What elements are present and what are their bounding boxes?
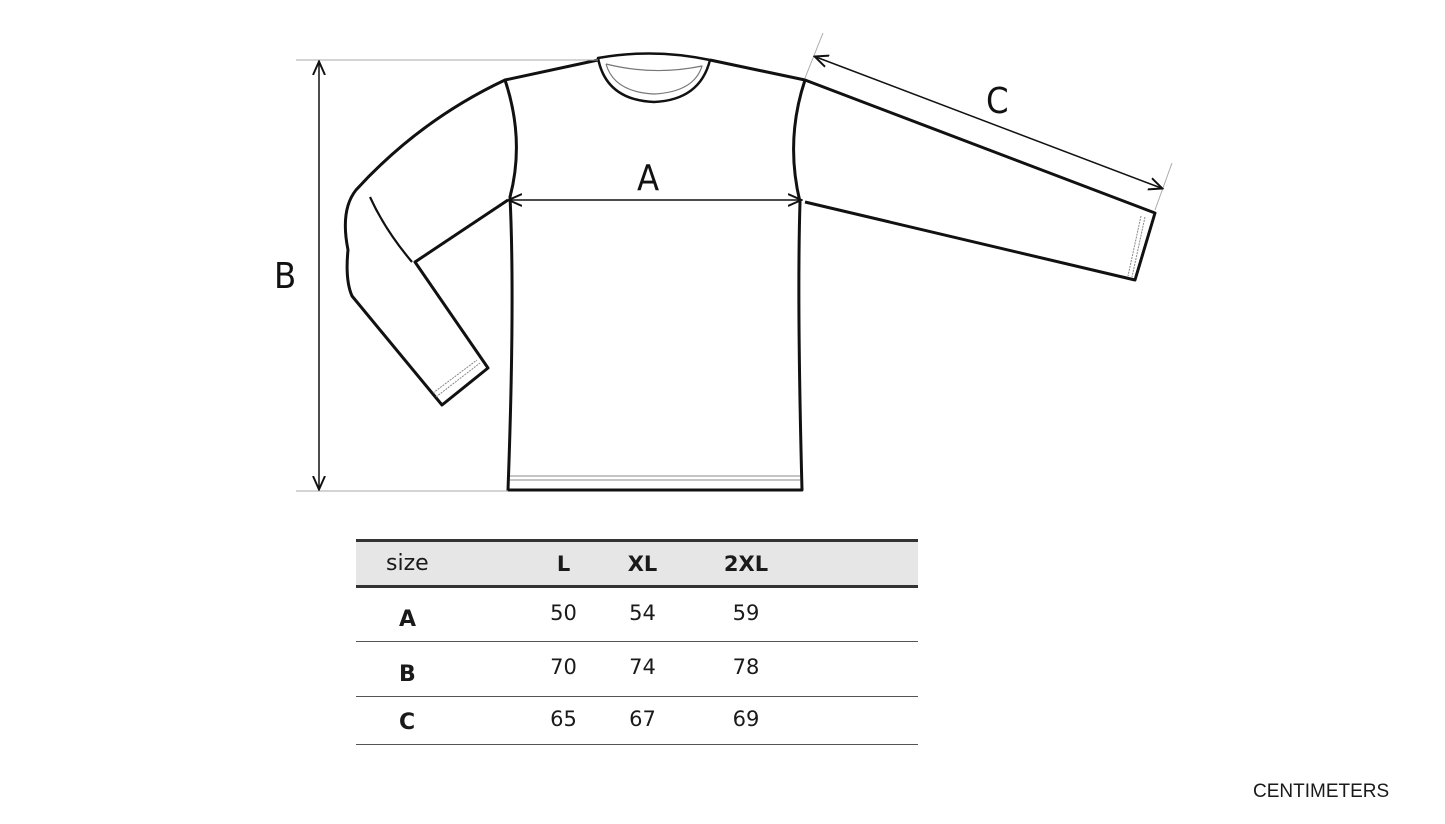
table-row: B 70 74 78 <box>356 642 918 697</box>
right-sleeve <box>804 78 1157 282</box>
table-row: A 50 54 59 <box>356 587 918 642</box>
right-cuff-stitching <box>1127 215 1146 278</box>
dimension-b-label: B <box>274 256 297 297</box>
cell: 69 <box>732 706 760 731</box>
collar <box>596 52 712 104</box>
dimension-c-line <box>816 57 1161 188</box>
unit-label: CENTIMETERS <box>1253 781 1390 802</box>
left-sleeve <box>343 78 509 407</box>
collar-stitching <box>605 63 703 95</box>
size-table: size L XL 2XL A 50 54 59 B 70 74 78 C 65… <box>356 539 918 745</box>
row-label: A <box>399 607 417 632</box>
table-header: size L XL 2XL <box>356 540 918 587</box>
cell: 74 <box>629 655 656 679</box>
row-label: C <box>399 710 416 735</box>
column-header-l: L <box>556 551 571 576</box>
spacer-cell <box>808 587 918 642</box>
cell: 70 <box>550 655 577 679</box>
size-header: size <box>386 551 429 576</box>
spacer-cell <box>808 697 918 745</box>
guide-line-shoulder <box>804 32 824 79</box>
cell: 59 <box>732 600 760 625</box>
dimension-c-label: C <box>986 81 1009 122</box>
cell: 78 <box>732 655 760 679</box>
left-cuff-stitching <box>432 359 481 398</box>
dimension-a-label: A <box>637 158 660 199</box>
column-header-xl: XL <box>627 551 658 576</box>
cell: 67 <box>629 706 656 731</box>
shirt-body <box>503 58 807 492</box>
hem-stitching <box>510 475 800 481</box>
spacer-column <box>808 541 918 587</box>
spacer-cell <box>808 642 918 697</box>
cell: 50 <box>550 600 577 625</box>
left-sleeve-fold <box>368 196 413 263</box>
column-header-2xl: 2XL <box>723 551 769 576</box>
cell: 54 <box>629 600 656 625</box>
cell: 65 <box>550 706 577 731</box>
table-row: C 65 67 69 <box>356 697 918 745</box>
row-label: B <box>399 661 416 687</box>
